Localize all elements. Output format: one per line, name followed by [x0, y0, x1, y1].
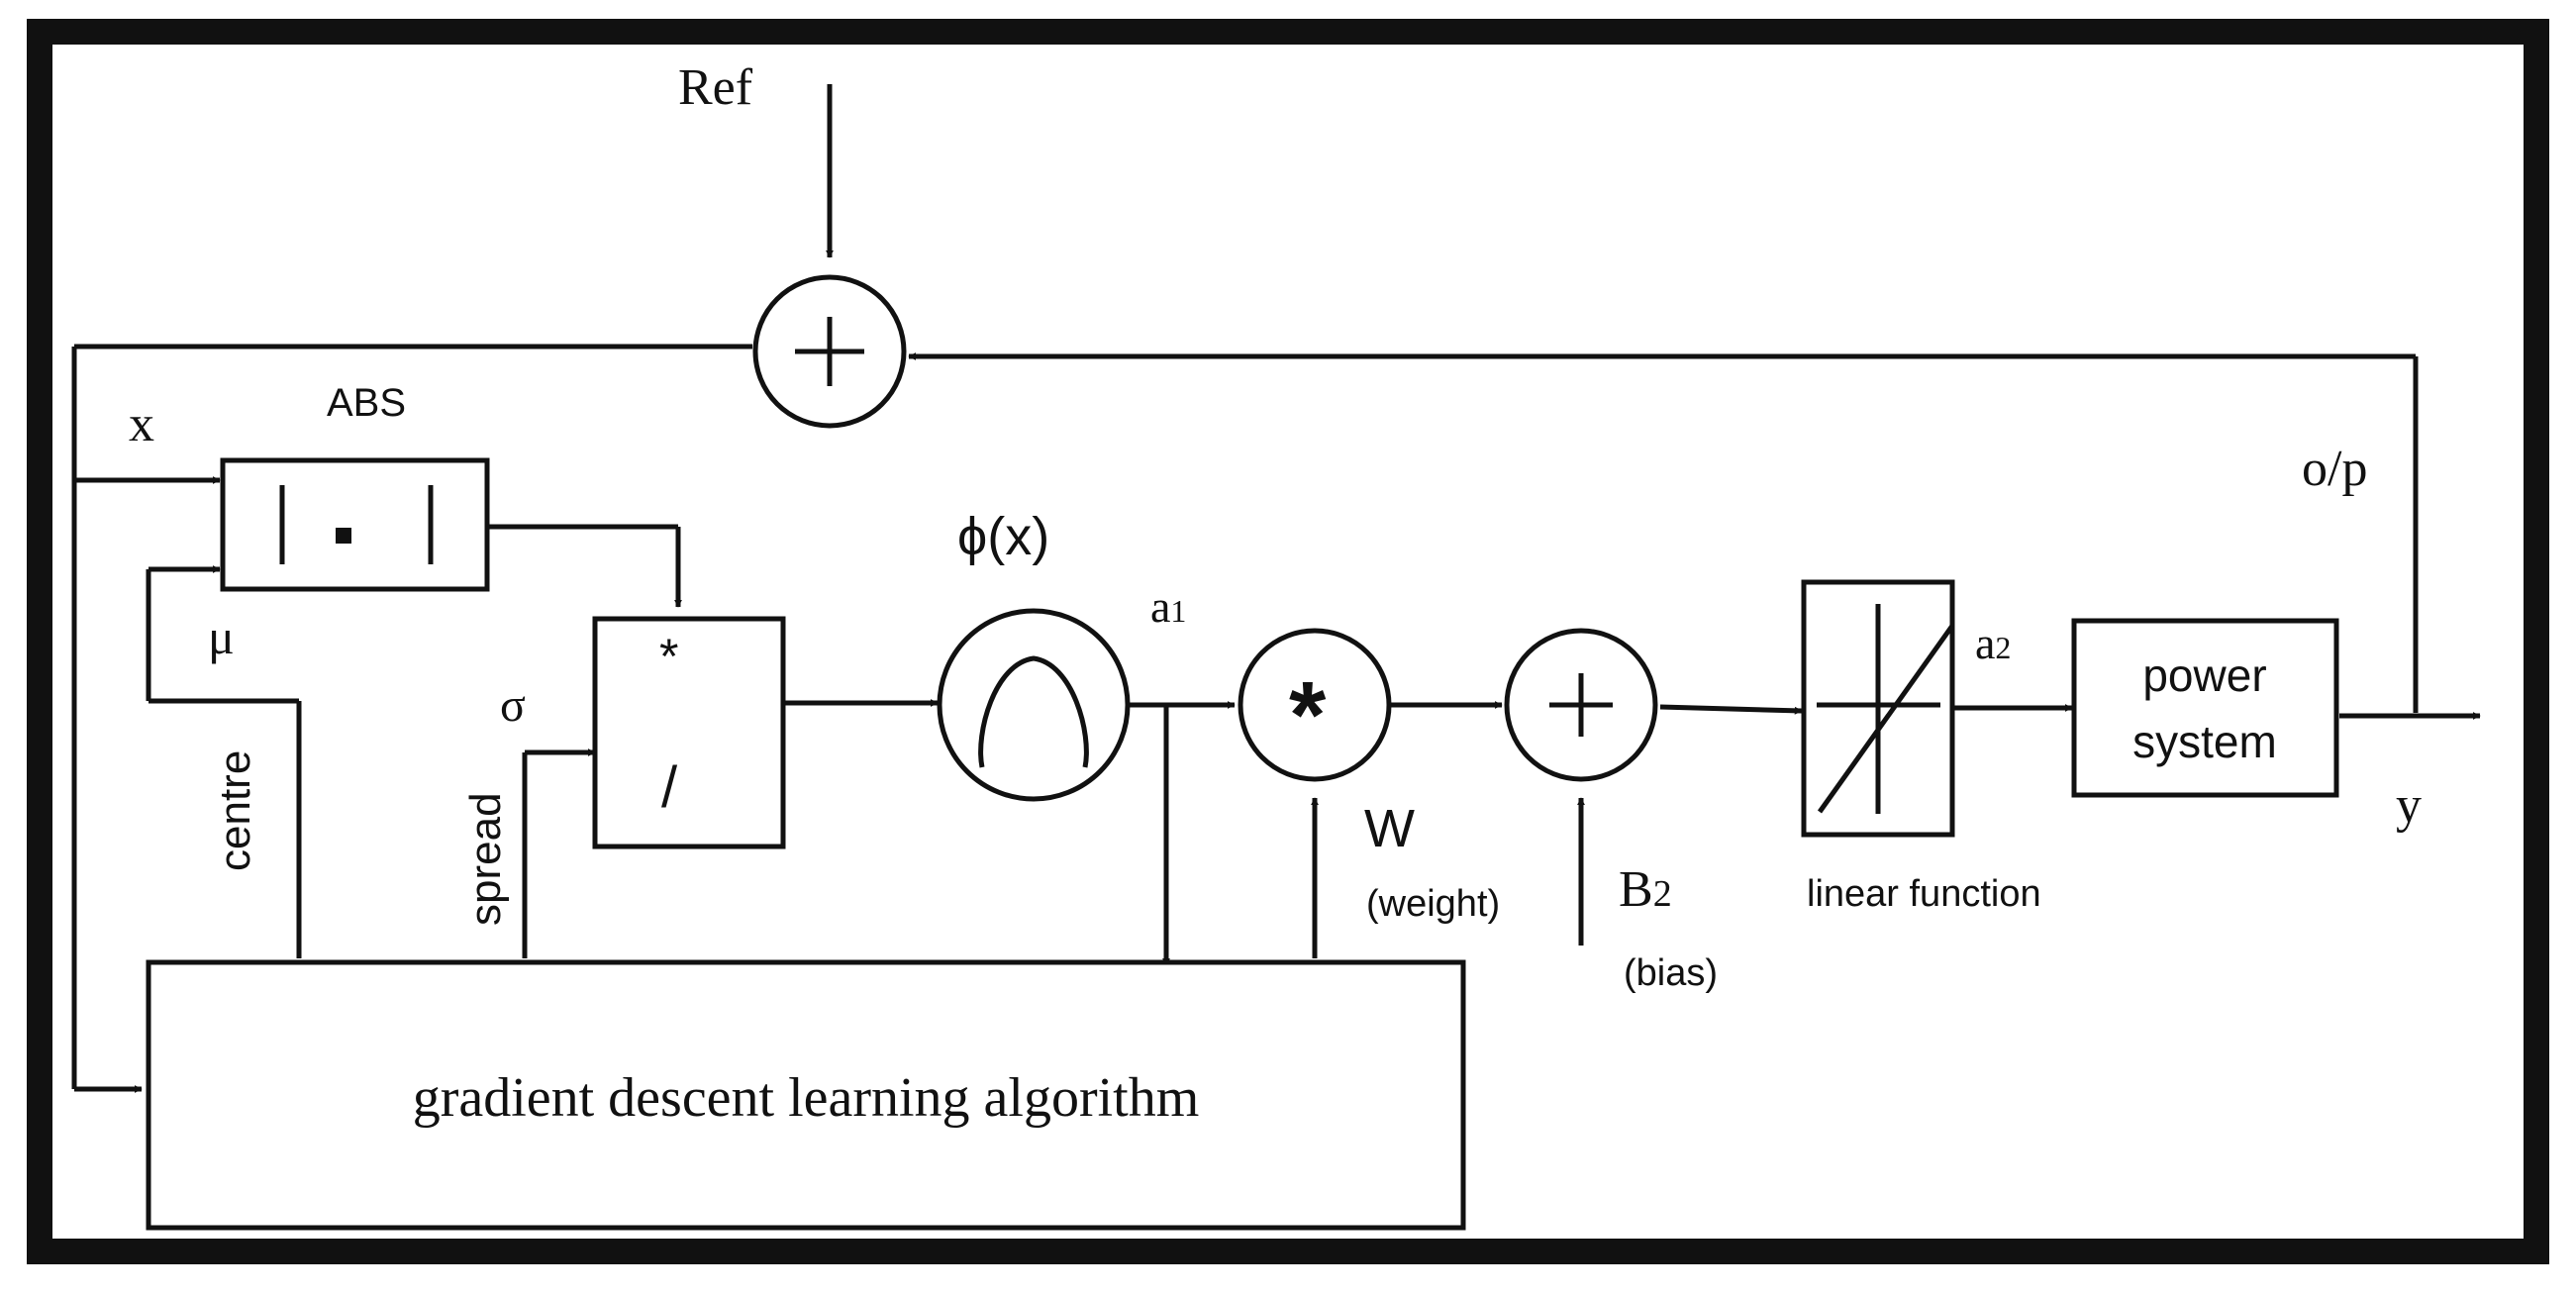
- weight-multiplier: [1238, 628, 1392, 782]
- bias-summing-junction: [1504, 628, 1658, 782]
- outer-frame: [27, 19, 2549, 1264]
- linear-function-block: [1801, 579, 1955, 838]
- op-label: o/p: [2302, 441, 2367, 497]
- abs-block: [220, 457, 490, 592]
- mu-label: μ: [208, 609, 235, 664]
- power-system-label-line1: power: [2142, 649, 2266, 701]
- phi-label: ϕ(x): [957, 507, 1049, 566]
- weight-label: (weight): [1366, 883, 1500, 925]
- bias-label: (bias): [1624, 952, 1718, 994]
- gradient-descent-block: [146, 959, 1466, 1231]
- sigma-label: σ: [500, 679, 526, 732]
- power-system-label-line2: system: [2132, 716, 2277, 767]
- connection-lines: [71, 84, 2481, 1093]
- gradient-descent-label: gradient descent learning algorithm: [413, 1067, 1200, 1129]
- divide-symbol: /: [661, 755, 678, 820]
- reference-summing-junction: [752, 274, 907, 429]
- ref-label: Ref: [678, 59, 753, 116]
- multiply-symbol: *: [659, 629, 678, 684]
- y-label: y: [2396, 777, 2422, 834]
- linear-function-label: linear function: [1807, 873, 2041, 915]
- centre-label: centre: [211, 750, 259, 871]
- b2-label: B2: [1619, 861, 1672, 918]
- x-label: x: [129, 396, 154, 452]
- a2-label: a2: [1975, 618, 2011, 668]
- power-system-block: [2071, 618, 2339, 798]
- spread-label: spread: [461, 792, 510, 926]
- a1-label: a1: [1150, 581, 1186, 632]
- diagram-labels: Ref x ABS μ σ centre spread * / ϕ(x) a1 …: [129, 59, 2422, 1129]
- multiply-divide-block: [592, 616, 786, 849]
- weight-multiplier-symbol: *: [1289, 662, 1327, 768]
- w-label: W: [1364, 799, 1415, 858]
- abs-label: ABS: [327, 381, 406, 425]
- rbf-activation-block: [937, 608, 1131, 802]
